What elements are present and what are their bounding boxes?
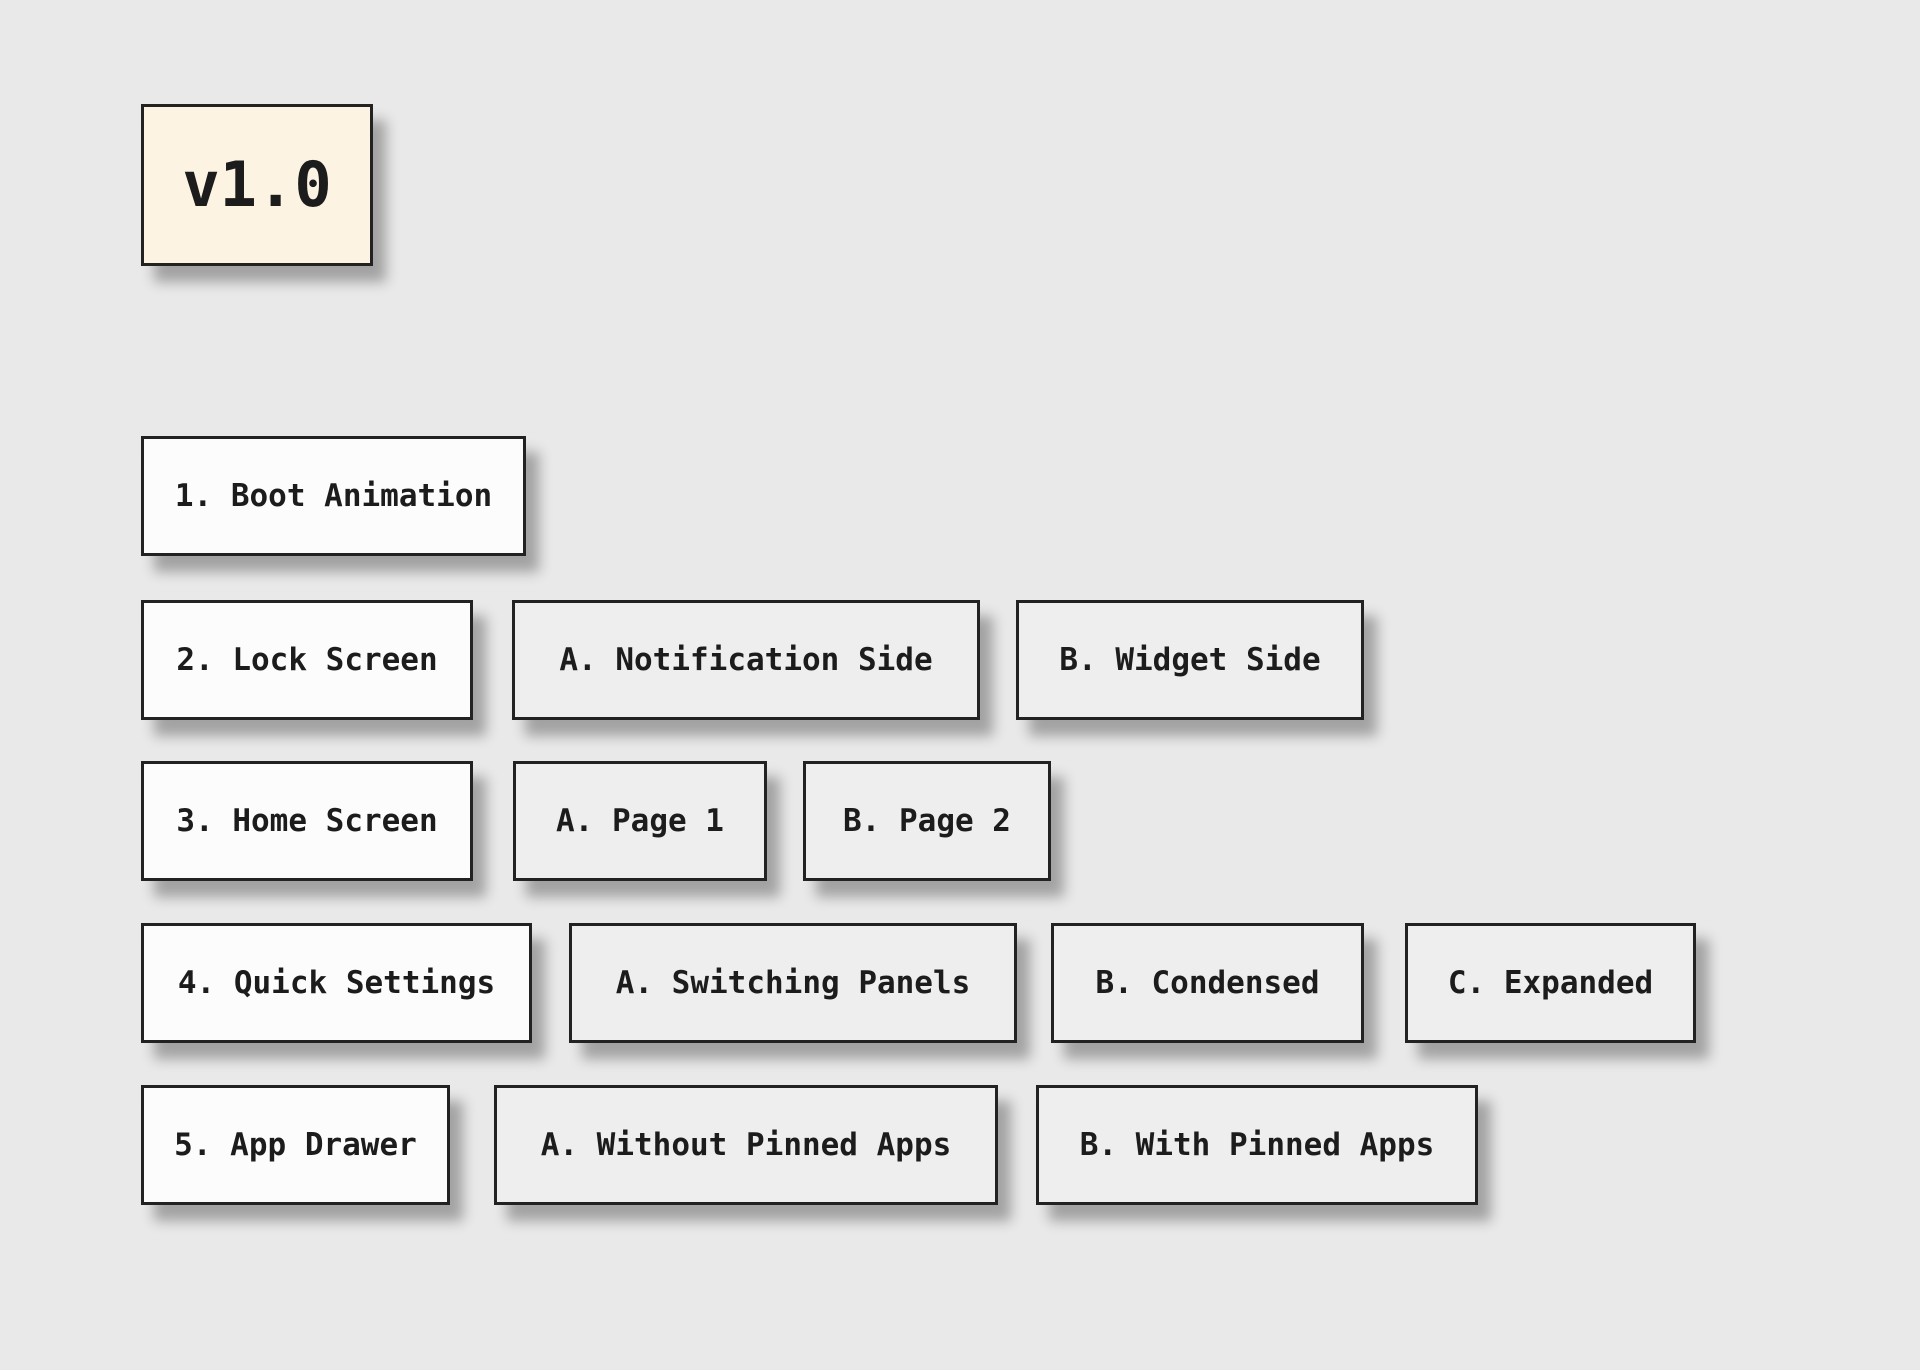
variant-expanded: C. Expanded — [1405, 923, 1696, 1043]
node-label: A. Notification Side — [559, 641, 933, 678]
node-quick-settings: 4. Quick Settings — [141, 923, 532, 1043]
node-label: 5. App Drawer — [174, 1126, 417, 1163]
variant-page-1: A. Page 1 — [513, 761, 767, 881]
node-home-screen: 3. Home Screen — [141, 761, 473, 881]
variant-condensed: B. Condensed — [1051, 923, 1364, 1043]
node-app-drawer: 5. App Drawer — [141, 1085, 450, 1205]
node-lock-screen: 2. Lock Screen — [141, 600, 473, 720]
node-label: C. Expanded — [1447, 964, 1654, 1001]
variant-switching-panels: A. Switching Panels — [569, 923, 1017, 1043]
node-label: 2. Lock Screen — [176, 641, 438, 678]
node-boot-animation: 1. Boot Animation — [141, 436, 526, 556]
node-label: A. Page 1 — [556, 802, 724, 839]
node-label: A. Without Pinned Apps — [540, 1126, 952, 1163]
variant-notification-side: A. Notification Side — [512, 600, 980, 720]
node-label: 1. Boot Animation — [174, 477, 493, 514]
node-label: A. Switching Panels — [615, 964, 971, 1001]
variant-without-pinned-apps: A. Without Pinned Apps — [494, 1085, 998, 1205]
node-label: B. Condensed — [1095, 964, 1320, 1001]
node-label: B. Page 2 — [843, 802, 1011, 839]
version-badge: v1.0 — [141, 104, 373, 266]
variant-page-2: B. Page 2 — [803, 761, 1051, 881]
node-label: 3. Home Screen — [176, 802, 438, 839]
variant-with-pinned-apps: B. With Pinned Apps — [1036, 1085, 1478, 1205]
node-label: 4. Quick Settings — [177, 964, 496, 1001]
node-label: B. With Pinned Apps — [1079, 1126, 1435, 1163]
variant-widget-side: B. Widget Side — [1016, 600, 1364, 720]
node-label: B. Widget Side — [1059, 641, 1321, 678]
version-label: v1.0 — [182, 148, 332, 221]
